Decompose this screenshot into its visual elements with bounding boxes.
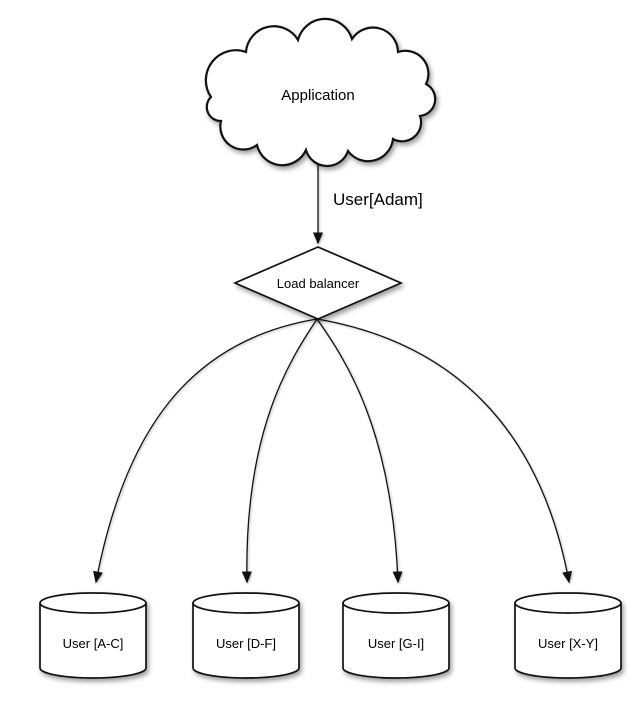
diamond-shape xyxy=(232,246,404,320)
edge-to-shard-x-y xyxy=(316,318,573,584)
load-balancer-label: Load balancer xyxy=(277,276,360,291)
cylinder-top xyxy=(39,592,147,614)
edge-to-shard-g-i xyxy=(316,318,403,584)
cylinder-top xyxy=(342,592,450,614)
application-label: Application xyxy=(281,87,354,104)
cylinder-body xyxy=(342,603,450,679)
edge-to-shard-a-c xyxy=(93,318,318,584)
shard-label: User [D-F] xyxy=(216,636,276,651)
shard-node-d-f: User [D-F] xyxy=(192,592,300,679)
cylinder-body xyxy=(39,603,147,679)
shard-node-a-c: User [A-C] xyxy=(39,592,147,679)
cylinder-top xyxy=(514,592,622,614)
edge-to-shard-d-f xyxy=(241,318,318,584)
cylinder-body xyxy=(192,603,300,679)
shard-node-x-y: User [X-Y] xyxy=(514,592,622,679)
cylinder-body xyxy=(514,603,622,679)
shard-edges xyxy=(93,318,573,584)
load-balancer-node: Load balancer xyxy=(232,246,404,320)
shard-label: User [G-I] xyxy=(368,636,424,651)
shard-label: User [X-Y] xyxy=(538,636,598,651)
shard-node-g-i: User [G-I] xyxy=(342,592,450,679)
cloud-shape xyxy=(204,17,437,168)
cylinder-top xyxy=(192,592,300,614)
application-cloud-node: Application xyxy=(204,17,437,168)
request-arrow-label: User[Adam] xyxy=(333,190,423,209)
shard-label: User [A-C] xyxy=(63,636,124,651)
